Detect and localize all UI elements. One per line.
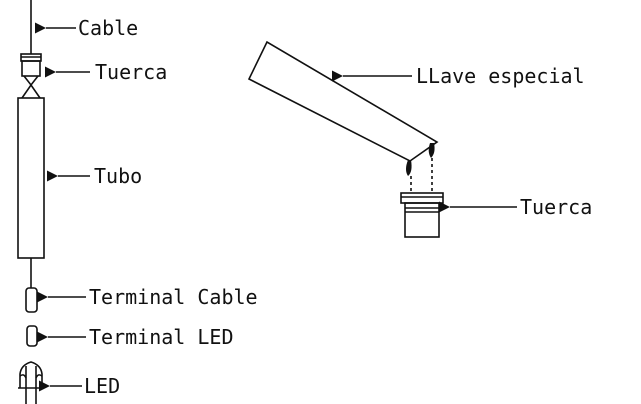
llave-especial-part xyxy=(247,40,439,176)
cable-label: Cable xyxy=(78,16,138,40)
tuerca-left-label: Tuerca xyxy=(95,60,167,84)
tuerca-right-part xyxy=(400,192,444,238)
terminal-led-part xyxy=(26,325,38,347)
led-part xyxy=(18,361,44,404)
tuerca-left-part xyxy=(20,53,42,77)
led-label: LED xyxy=(84,374,120,398)
terminal-cable-label: Terminal Cable xyxy=(89,285,258,309)
tubo-part xyxy=(17,97,45,259)
tuerca-right-label: Tuerca xyxy=(520,195,592,219)
terminal-led-label: Terminal LED xyxy=(89,325,234,349)
terminal-cable-part xyxy=(25,287,38,313)
tubo-label: Tubo xyxy=(94,164,142,188)
cone-connector xyxy=(21,75,41,99)
llave-label: LLave especial xyxy=(416,64,585,88)
